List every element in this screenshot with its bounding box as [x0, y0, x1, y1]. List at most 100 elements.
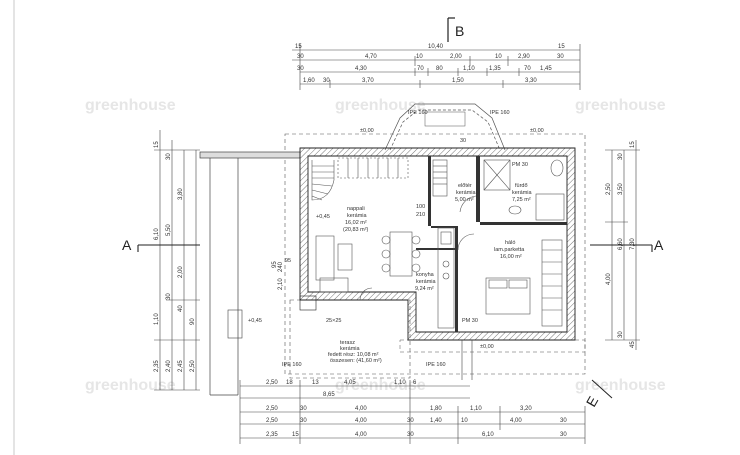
dim-label: 15 — [630, 141, 636, 148]
dim-label: 2,50 — [266, 380, 278, 386]
room-area-furdo: 7,25 m² — [512, 197, 531, 203]
dim-label: 15 — [154, 141, 160, 148]
level-label: ±0,00 — [530, 128, 544, 134]
dim-label: 1,50 — [452, 78, 464, 84]
top-dimension-texts: 15 10,40 15 30 4,70 10 2,00 10 2,90 30 3… — [295, 44, 565, 84]
level-label: ±0,00 — [480, 344, 494, 350]
dim-label: 7,30 — [630, 238, 636, 250]
room-area-konyha: 9,24 m² — [415, 286, 434, 292]
dim-label: 2,35 — [154, 360, 160, 372]
dim-label: 1,10 — [470, 406, 482, 412]
watermark-text: greenhouse — [85, 97, 176, 114]
dim-label: 1,10 — [463, 66, 475, 72]
staircase — [311, 157, 409, 201]
bathroom-fixtures — [483, 159, 565, 221]
dim-label: 6 — [413, 380, 417, 386]
level-label: +0,45 — [248, 318, 262, 324]
dim-label: 10,40 — [428, 44, 444, 50]
dim-label: 1,10 — [394, 380, 406, 386]
dim-label: 30 — [407, 418, 414, 424]
room-labels: nappali kerámia 16,02 m² (20,83 m²) előt… — [328, 183, 533, 364]
dim-label: 30 — [560, 418, 567, 424]
dim-label: 70 — [524, 66, 531, 72]
dim-label: 15 — [292, 432, 299, 438]
dim-label: 80 — [436, 66, 443, 72]
room-area2-nappali: (20,83 m²) — [343, 227, 369, 233]
terrace-outline — [289, 299, 411, 379]
room-finish-furdo: kerámia — [512, 190, 533, 196]
left-dimension-texts: 15 30 6,10 3,80 5,50 2,00 1,10 30 40 2,3… — [154, 141, 284, 372]
room-area2-terasz: összesen: (41,60 m²) — [330, 358, 382, 364]
dim-label: 4,00 — [606, 273, 612, 285]
misc-dim-label: 95 — [285, 258, 291, 264]
section-label-a-left: A — [122, 237, 132, 253]
section-label-a-right: A — [654, 237, 664, 253]
dim-label: 2,50 — [266, 406, 278, 412]
door-dim-label: 210 — [416, 212, 425, 218]
dim-label: 240 — [278, 261, 284, 272]
misc-dim-label: 30 — [460, 138, 466, 144]
dim-label: 30 — [300, 418, 307, 424]
watermark-text: greenhouse — [335, 97, 426, 114]
annotations: IPE 160 IPE 160 IPE 160 IPE 160 ±0,00 ±0… — [248, 110, 544, 368]
dim-label: 1,35 — [489, 66, 501, 72]
dim-label: 2,45 — [178, 360, 184, 372]
dim-label: 2,35 — [266, 432, 278, 438]
dim-label: 3,70 — [362, 78, 374, 84]
dim-label: 2,00 — [178, 266, 184, 278]
dim-label: 90 — [190, 318, 196, 325]
dim-label: 5,50 — [166, 224, 172, 236]
dim-label: 30 — [618, 153, 624, 160]
dim-label: 1,40 — [430, 418, 442, 424]
room-finish-konyha: kerámia — [416, 279, 437, 285]
watermark-group: greenhouse greenhouse greenhouse greenho… — [85, 97, 666, 394]
room-area-eloter: 5,00 m² — [455, 197, 474, 203]
pillar-label: 25×25 — [326, 318, 341, 324]
top-dimension-lines — [292, 44, 581, 90]
beam-label: IPE 160 — [282, 362, 302, 368]
right-dimension-texts: 15 30 2,50 3,50 6,60 7,30 4,00 30 45 — [606, 141, 636, 348]
watermark-text: greenhouse — [85, 377, 176, 394]
level-label: +0,45 — [316, 214, 330, 220]
entry-pier — [461, 340, 473, 380]
room-finish-eloter: kerámia — [456, 190, 477, 196]
dim-label: 15 — [558, 44, 565, 50]
section-mark-b: B — [447, 17, 464, 42]
room-area1-terasz: fedett rész: 10,08 m² — [328, 352, 379, 358]
beam-label: IPE 160 — [408, 110, 428, 116]
watermark-text: greenhouse — [575, 377, 666, 394]
dim-label: 3,80 — [178, 188, 184, 200]
room-name-halo: háló — [505, 240, 515, 246]
dim-label: 3,20 — [520, 406, 532, 412]
dim-label: 2,50 — [606, 183, 612, 195]
dim-label: 2,90 — [518, 54, 530, 60]
bottom-dimension-texts: 2,50 18 13 4,05 1,10 6 8,65 2,50 30 4,00… — [266, 380, 567, 438]
dim-label: 30 — [297, 54, 304, 60]
dim-label: 4,00 — [355, 432, 367, 438]
dim-label: 6,10 — [154, 228, 160, 240]
room-area-halo: 16,00 m² — [500, 254, 522, 260]
dim-label: 4,00 — [355, 418, 367, 424]
dim-label: 45 — [630, 341, 636, 348]
dim-label: 10 — [461, 418, 468, 424]
beam-label: IPE 160 — [426, 362, 446, 368]
pm-label: PM 30 — [462, 318, 478, 324]
room-area-nappali: 16,02 m² — [345, 220, 367, 226]
left-dimension-lines — [154, 130, 200, 391]
dim-label: 30 — [297, 66, 304, 72]
dim-label: 2,00 — [450, 54, 462, 60]
dim-label: 1,80 — [430, 406, 442, 412]
section-label-b: B — [455, 23, 464, 39]
dim-label: 2,50 — [190, 360, 196, 372]
room-name-konyha: konyha — [416, 272, 435, 278]
interior-walls — [416, 156, 567, 332]
dim-label: 30 — [166, 293, 172, 300]
watermark-text: greenhouse — [575, 97, 666, 114]
dim-label: 30 — [618, 331, 624, 338]
dim-label: 4,00 — [355, 406, 367, 412]
hall-fixtures — [432, 159, 477, 213]
room-name-eloter: előtér — [458, 183, 472, 189]
dim-label: 2,10 — [278, 278, 284, 290]
room-finish-halo: lam.parketta — [494, 247, 525, 253]
